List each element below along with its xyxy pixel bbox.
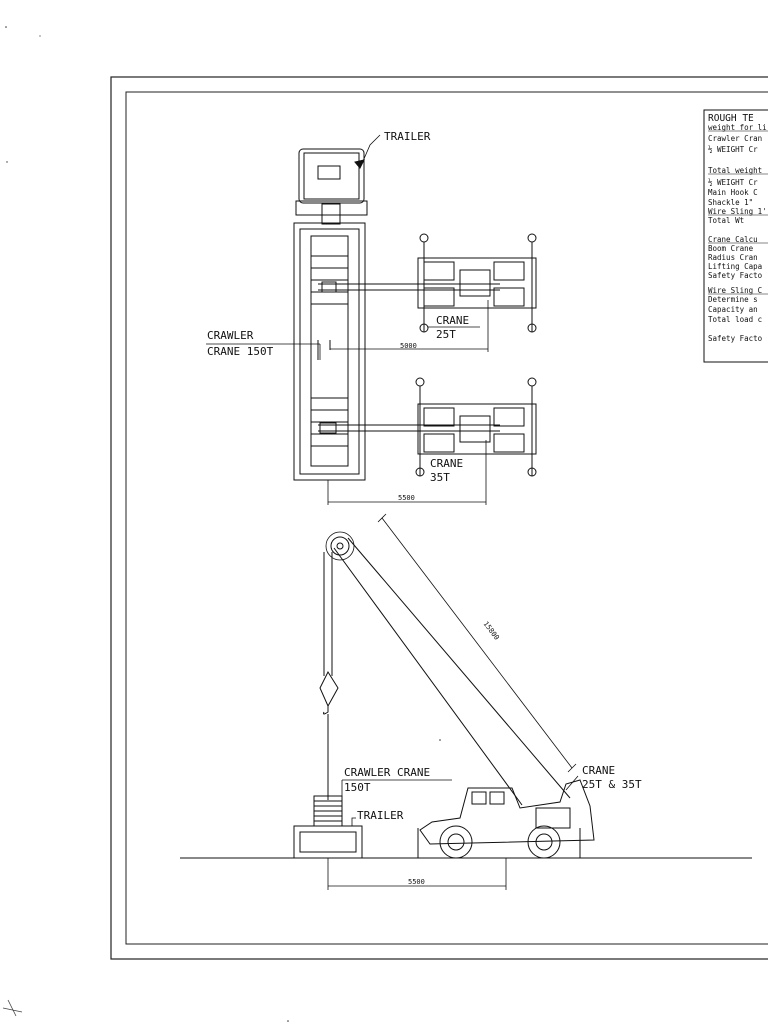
elev-crawler-label-2: 150T	[344, 781, 371, 794]
plan-trailer	[295, 148, 368, 225]
elevation-leaders	[341, 775, 579, 826]
plan-crawler-label-2: CRANE 150T	[207, 345, 274, 358]
plan-crane-35t-label-2: 35T	[430, 471, 450, 484]
plan-dimensions	[327, 300, 489, 505]
tb-line-9: Crane Calcu	[708, 235, 758, 244]
hook-block	[319, 531, 355, 800]
tb-line-11: Radius Cran	[708, 253, 758, 262]
tb-line-16: Capacity an	[708, 305, 758, 314]
elevation-dimension	[327, 858, 507, 890]
tb-line-6: Shackle 1"	[708, 198, 753, 207]
plan-dim-upper: 5000	[400, 342, 417, 350]
tb-line-8: Total Wt	[708, 216, 744, 225]
plan-crane-25t-label-2: 25T	[436, 328, 456, 341]
sheet-border	[110, 76, 768, 960]
elev-trailer-label: TRAILER	[357, 809, 404, 822]
title-block: ROUGH TE weight for li Crawler Cran ½ WE…	[703, 109, 768, 363]
elevation-labels: CRAWLER CRANE 150T TRAILER CRANE 25T & 3…	[344, 620, 642, 886]
elev-crane-label-2: 25T & 35T	[582, 778, 642, 791]
title-block-frame	[703, 109, 768, 363]
corner-mark	[2, 999, 23, 1017]
elev-boom-length: 15800	[482, 620, 501, 642]
plan-crane-35t-label-1: CRANE	[430, 457, 463, 470]
elevation-view	[180, 513, 752, 890]
elev-crawler-label-1: CRAWLER CRANE	[344, 766, 430, 779]
plan-dim-lower: 5500	[398, 494, 415, 502]
tb-line-14: Wire Sling C	[708, 286, 762, 295]
tb-line-17: Total load c	[708, 315, 762, 324]
title-block-lines	[708, 130, 768, 295]
tb-line-1: Crawler Cran	[708, 134, 762, 143]
trailer-arrow	[354, 159, 365, 169]
plan-trailer-label: TRAILER	[384, 130, 431, 143]
tb-line-15: Determine s	[708, 295, 758, 304]
plan-crawler-crane	[293, 222, 366, 481]
title-block-heading: ROUGH TE	[708, 113, 754, 124]
tb-line-4: ½ WEIGHT Cr	[708, 178, 758, 187]
tb-line-2: ½ WEIGHT Cr	[708, 145, 758, 154]
scan-specks	[5, 26, 441, 1022]
tb-line-10: Boom Crane	[708, 244, 754, 253]
tb-line-13: Safety Facto	[708, 271, 763, 280]
tb-line-0: weight for li	[708, 123, 767, 132]
tb-line-3: Total weight	[708, 166, 762, 175]
plan-crawler-label-1: CRAWLER	[207, 329, 254, 342]
crane-boom	[330, 513, 577, 806]
tb-line-12: Lifting Capa	[708, 262, 762, 271]
tb-line-7: Wire Sling 1'	[708, 207, 767, 216]
elev-ground-dim: 5500	[408, 878, 425, 886]
plan-crane-35t	[318, 377, 537, 477]
elev-crane-label-1: CRANE	[582, 764, 615, 777]
tb-line-18: Safety Facto	[708, 334, 763, 343]
tb-line-5: Main Hook C	[708, 188, 758, 197]
plan-crane-25t-label-1: CRANE	[436, 314, 469, 327]
elevation-rough-terrain-crane	[417, 779, 595, 859]
plan-labels: TRAILER CRAWLER CRANE 150T CRANE 25T CRA…	[207, 130, 469, 502]
plan-view	[206, 134, 537, 505]
plan-crane-25t	[318, 233, 537, 333]
elevation-load	[293, 795, 363, 859]
